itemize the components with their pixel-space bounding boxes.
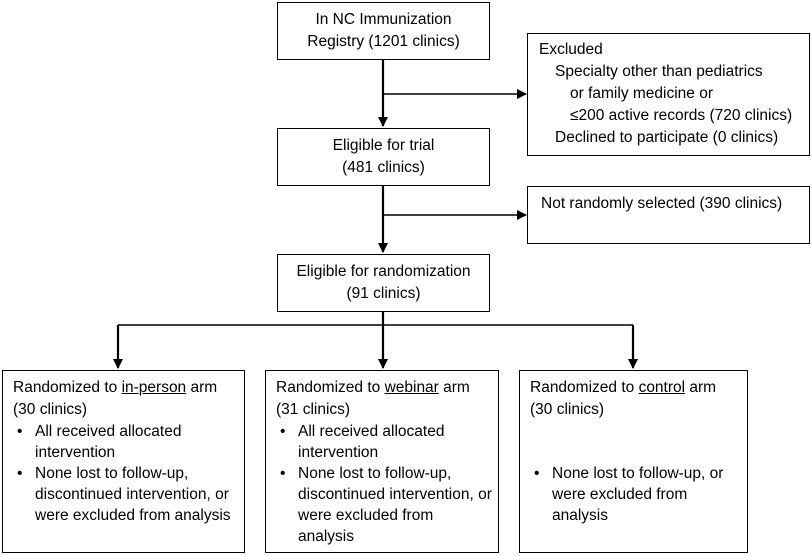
webinar-arm-bullets: All received allocated intervention None… [276,421,492,547]
webinar-arm-title: Randomized to webinar arm [276,379,470,396]
excluded-box: Excluded Specialty other than pediatrics… [527,33,810,156]
not-selected-box: Not randomly selected (390 clinics) [527,186,810,244]
inperson-bullet-1: All received allocated intervention [13,421,238,463]
inperson-arm-name: in-person [121,379,187,396]
webinar-bullet-1: All received allocated intervention [276,421,492,463]
excluded-line1: Specialty other than pediatrics [555,63,763,80]
registry-line2: Registry (1201 clinics) [307,33,460,50]
registry-line1: In NC Immunization [315,11,452,28]
eligible-trial-line1: Eligible for trial [332,137,435,154]
excluded-line4: Declined to participate (0 clinics) [555,129,779,146]
excluded-line2: or family medicine or [570,85,713,102]
webinar-bullet-2: None lost to follow-up, discontinued int… [276,463,492,547]
control-arm-name: control [638,379,686,396]
control-arm-bullets: None lost to follow-up, or were excluded… [530,463,741,526]
inperson-bullet-2: None lost to follow-up, discontinued int… [13,463,238,526]
eligible-random-line2: (91 clinics) [346,285,421,302]
control-arm-box: Randomized to control arm (30 clinics) N… [519,370,748,553]
webinar-arm-box: Randomized to webinar arm (31 clinics) A… [265,370,499,553]
inperson-arm-box: Randomized to in-person arm (30 clinics)… [2,370,245,553]
eligible-random-line1: Eligible for randomization [296,263,471,280]
control-bullet-1: None lost to follow-up, or were excluded… [530,463,741,526]
excluded-heading: Excluded [539,41,603,58]
webinar-arm-count: (31 clinics) [276,401,351,418]
control-arm-title: Randomized to control arm [530,379,717,396]
webinar-arm-name: webinar [384,379,439,396]
eligible-random-box: Eligible for randomization (91 clinics) [277,254,490,312]
inperson-arm-title: Randomized to in-person arm [13,379,218,396]
inperson-arm-count: (30 clinics) [13,401,88,418]
eligible-trial-line2: (481 clinics) [342,159,425,176]
not-selected-text: Not randomly selected (390 clinics) [541,195,783,212]
inperson-arm-bullets: All received allocated intervention None… [13,421,238,526]
control-arm-count: (30 clinics) [530,401,605,418]
eligible-trial-box: Eligible for trial (481 clinics) [277,128,490,186]
registry-box: In NC Immunization Registry (1201 clinic… [277,2,490,60]
excluded-line3: ≤200 active records (720 clinics) [570,107,793,124]
